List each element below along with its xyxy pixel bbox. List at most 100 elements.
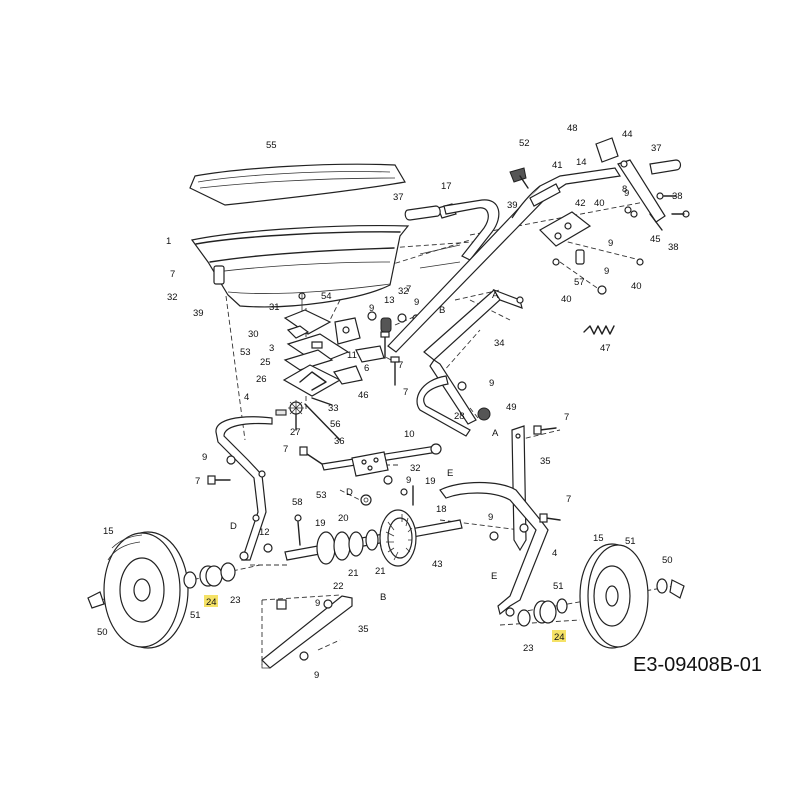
- callout-labels: 55 1 7 32 39 31 54 30 53 3 25 26 9 13 32…: [97, 123, 683, 681]
- callout-24: 24: [554, 632, 565, 643]
- callout-43: 43: [432, 559, 443, 570]
- callout-46: 46: [358, 390, 369, 401]
- callout-52: 52: [519, 138, 530, 149]
- callout-8: 8: [622, 184, 627, 195]
- right-wheel: [517, 543, 685, 649]
- callout-38: 38: [672, 191, 683, 202]
- callout-34: 34: [494, 338, 505, 349]
- callout-37: 37: [651, 143, 662, 154]
- cross-bar: [299, 443, 442, 506]
- callout-7: 7: [564, 412, 569, 423]
- callout-B: B: [439, 305, 445, 316]
- callout-9: 9: [314, 670, 319, 681]
- callout-51: 51: [553, 581, 564, 592]
- highlight-24-left: [204, 595, 218, 607]
- callout-23: 23: [523, 643, 534, 654]
- callout-E: E: [447, 468, 453, 479]
- callout-40: 40: [631, 281, 642, 292]
- callout-1: 1: [166, 236, 171, 247]
- reference-square: [276, 599, 287, 610]
- callout-35: 35: [358, 624, 369, 635]
- callout-E: E: [491, 571, 497, 582]
- callout-50: 50: [662, 555, 673, 566]
- callout-10: 10: [404, 429, 415, 440]
- callout-12: 12: [259, 527, 270, 538]
- callout-32: 32: [398, 286, 409, 297]
- callout-19: 19: [425, 476, 436, 487]
- callout-20: 20: [338, 513, 349, 524]
- callout-21: 21: [375, 566, 386, 577]
- callout-D: D: [230, 521, 237, 532]
- callout-7: 7: [566, 494, 571, 505]
- callout-13: 13: [384, 295, 395, 306]
- callout-40: 40: [561, 294, 572, 305]
- callout-11: 11: [347, 350, 357, 361]
- callout-36: 36: [334, 436, 345, 447]
- right-frame: [439, 425, 561, 617]
- callout-9: 9: [489, 378, 494, 389]
- callout-9: 9: [202, 452, 207, 463]
- callout-42: 42: [575, 198, 586, 209]
- callout-6: 6: [364, 363, 369, 374]
- callout-23: 23: [230, 595, 241, 606]
- callout-A: A: [492, 290, 499, 301]
- callout-9: 9: [624, 188, 629, 199]
- callout-9: 9: [414, 297, 419, 308]
- callout-32: 32: [167, 292, 178, 303]
- callout-45: 45: [650, 234, 661, 245]
- callout-26: 26: [256, 374, 267, 385]
- callout-15: 15: [103, 526, 114, 537]
- callout-24: 24: [206, 597, 217, 608]
- callout-9: 9: [604, 266, 609, 277]
- callout-28: 28: [454, 411, 465, 422]
- callout-40: 40: [594, 198, 605, 209]
- callout-7: 7: [398, 360, 403, 371]
- callout-9: 9: [488, 512, 493, 523]
- handle-upper: [387, 137, 690, 353]
- callout-22: 22: [333, 581, 344, 592]
- callout-27: 27: [290, 427, 301, 438]
- callout-39: 39: [193, 308, 204, 319]
- callout-3: 3: [269, 343, 274, 354]
- callout-54: 54: [321, 291, 332, 302]
- callout-A: A: [492, 428, 499, 439]
- callout-14: 14: [576, 157, 587, 168]
- callout-37: 37: [393, 192, 404, 203]
- highlight-24-right: [552, 630, 566, 642]
- callout-19: 19: [315, 518, 326, 529]
- callout-25: 25: [260, 357, 271, 368]
- drawing-code: E3-09408B-01: [633, 654, 762, 676]
- callout-53: 53: [240, 347, 251, 358]
- callout-47: 47: [600, 343, 611, 354]
- callout-18: 18: [436, 504, 447, 515]
- callout-D: D: [346, 487, 353, 498]
- callout-9: 9: [406, 475, 411, 486]
- left-frame: [207, 416, 273, 561]
- callout-39: 39: [507, 200, 518, 211]
- callout-7: 7: [170, 269, 175, 280]
- axle: [263, 509, 463, 567]
- callout-41: 41: [552, 160, 563, 171]
- callout-7: 7: [195, 476, 200, 487]
- callout-4: 4: [244, 392, 249, 403]
- callout-33: 33: [328, 403, 339, 414]
- callout-35: 35: [540, 456, 551, 467]
- bottom-bracket: [261, 595, 353, 669]
- spinner-assembly: [275, 292, 420, 441]
- callout-9: 9: [608, 238, 613, 249]
- callout-44: 44: [622, 129, 633, 140]
- callout-56: 56: [330, 419, 341, 430]
- callout-38: 38: [668, 242, 679, 253]
- callout-7: 7: [406, 284, 411, 295]
- callout-B: B: [380, 592, 386, 603]
- callout-53: 53: [316, 490, 327, 501]
- callout-7: 7: [403, 387, 408, 398]
- handle-lower: [416, 288, 615, 437]
- callout-7: 7: [283, 444, 288, 455]
- callout-30: 30: [248, 329, 259, 340]
- callout-31: 31: [269, 302, 280, 313]
- callout-32: 32: [410, 463, 421, 474]
- callout-9: 9: [369, 303, 374, 314]
- callout-51: 51: [625, 536, 636, 547]
